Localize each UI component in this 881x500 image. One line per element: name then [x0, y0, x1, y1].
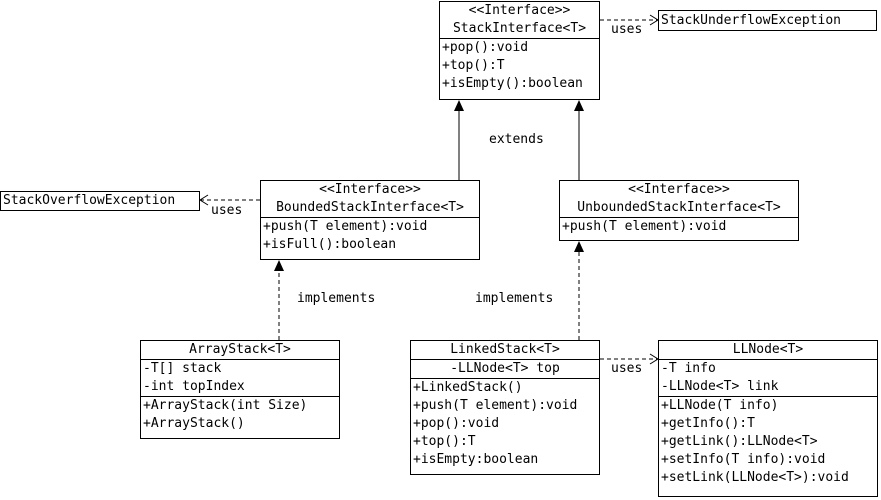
class-name: LLNode<T> [732, 342, 804, 357]
attributes-section: -LLNode<T> top [411, 360, 599, 378]
implements-arrowhead-linkedstack [574, 241, 584, 252]
operation: +isFull():boolean [263, 237, 397, 252]
linked-stack-box: LinkedStack<T> -LLNode<T> top +LinkedSta… [410, 340, 600, 475]
attribute: -LLNode<T> top [450, 361, 560, 376]
class-name: LinkedStack<T> [450, 342, 560, 357]
operation: +isEmpty():boolean [442, 76, 583, 91]
operation: +top():T [413, 434, 476, 449]
class-name: StackUnderflowException [661, 13, 842, 28]
operation: +push(T element):void [263, 219, 428, 234]
extends-arrowhead-unbounded [574, 100, 584, 111]
class-name: ArrayStack<T> [189, 342, 291, 357]
llnode-box: LLNode<T> -T info -LLNode<T> link +LLNod… [658, 340, 878, 497]
operations-section: +LinkedStack() +push(T element):void +po… [411, 378, 599, 469]
linked-stack-header: LinkedStack<T> [411, 341, 599, 360]
operation: +isEmpty:boolean [413, 452, 539, 467]
unbounded-stack-interface-box: <<Interface>> UnboundedStackInterface<T>… [559, 180, 799, 241]
operations-section: +ArrayStack(int Size) +ArrayStack() [141, 396, 339, 433]
attribute: -T info [661, 361, 716, 376]
class-name: StackOverflowException [3, 193, 176, 208]
operation: +getLink():LLNode<T> [661, 434, 818, 449]
attribute: -LLNode<T> link [661, 379, 779, 394]
uses-label-llnode: uses [611, 361, 643, 376]
operation: +LinkedStack() [413, 380, 523, 395]
class-name: BoundedStackInterface<T> [276, 200, 464, 215]
operation: +push(T element):void [413, 398, 578, 413]
operation: +push(T element):void [562, 219, 727, 234]
uses-label-overflow: uses [211, 203, 243, 218]
array-stack-header: ArrayStack<T> [141, 341, 339, 360]
attributes-section: -T[] stack -int topIndex [141, 360, 339, 396]
operation: +setLink(LLNode<T>):void [661, 470, 849, 485]
operations-section: +push(T element):void [560, 218, 798, 236]
implements-arrowhead-arraystack [274, 260, 284, 271]
stack-interface-box: <<Interface>> StackInterface<T> +pop():v… [439, 1, 600, 100]
attributes-section: -T info -LLNode<T> link [659, 360, 877, 396]
class-name: UnboundedStackInterface<T> [577, 200, 781, 215]
implements-label-linkedstack: implements [475, 291, 554, 306]
bounded-interface-header: <<Interface>> BoundedStackInterface<T> [261, 181, 479, 218]
operation: +ArrayStack() [143, 416, 245, 431]
operation: +top():T [442, 58, 505, 73]
stack-interface-header: <<Interface>> StackInterface<T> [440, 2, 599, 39]
uses-label-underflow: uses [611, 22, 643, 37]
attribute: -int topIndex [143, 379, 245, 394]
unbounded-interface-header: <<Interface>> UnboundedStackInterface<T> [560, 181, 798, 218]
llnode-header: LLNode<T> [659, 341, 877, 360]
operation: +pop():void [413, 416, 500, 431]
extends-label: extends [489, 132, 544, 147]
extends-arrowhead-bounded [454, 100, 464, 111]
class-name: StackInterface<T> [452, 21, 587, 36]
uses-arrowhead-overflow [199, 194, 209, 206]
operation: +getInfo():T [661, 416, 755, 431]
attribute: -T[] stack [143, 361, 222, 376]
stereotype-label: <<Interface>> [468, 3, 571, 18]
operation: +LLNode(T info) [661, 398, 779, 413]
stack-underflow-exception-box: StackUnderflowException [658, 10, 877, 31]
operation: +pop():void [442, 40, 529, 55]
implements-label-arraystack: implements [297, 291, 376, 306]
bounded-stack-interface-box: <<Interface>> BoundedStackInterface<T> +… [260, 180, 480, 260]
stack-overflow-exception-box: StackOverflowException [0, 191, 200, 211]
array-stack-box: ArrayStack<T> -T[] stack -int topIndex +… [140, 340, 340, 439]
operations-section: +LLNode(T info) +getInfo():T +getLink():… [659, 396, 877, 487]
operations-section: +pop():void +top():T +isEmpty():boolean [440, 39, 599, 93]
operations-section: +push(T element):void +isFull():boolean [261, 218, 479, 254]
operation: +setInfo(T info):void [661, 452, 826, 467]
stereotype-label: <<Interface>> [628, 182, 730, 197]
operation: +ArrayStack(int Size) [143, 398, 308, 413]
stereotype-label: <<Interface>> [319, 182, 421, 197]
